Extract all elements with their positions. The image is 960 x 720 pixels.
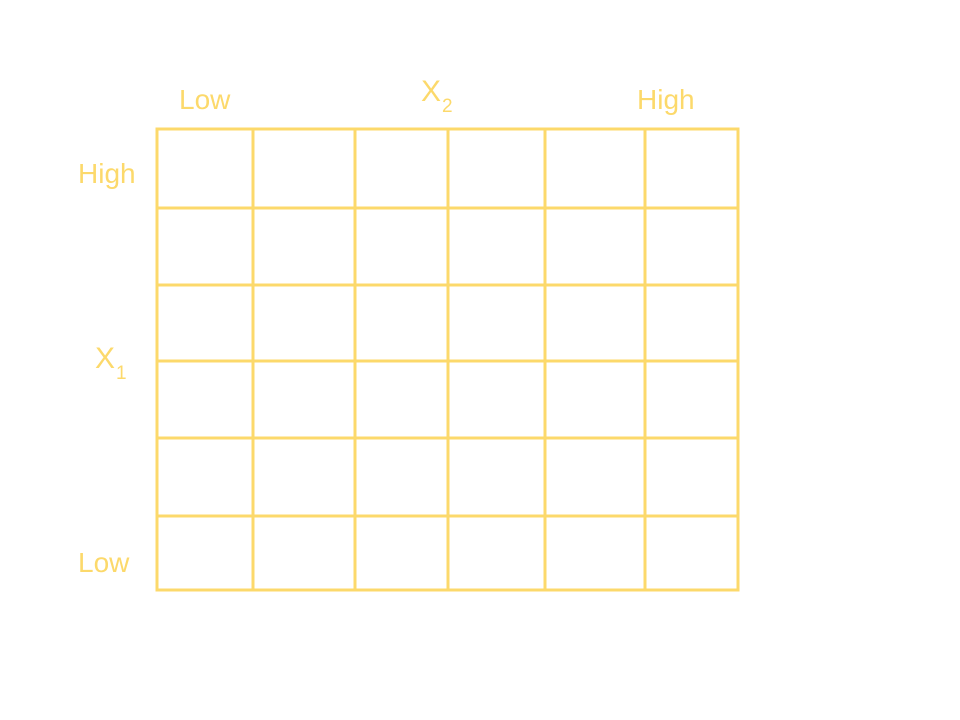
x1-subscript: 1 <box>116 363 127 384</box>
x2-variable: X <box>421 75 442 108</box>
x1-variable: X <box>95 342 116 375</box>
x2-axis-label: X2 <box>421 75 453 117</box>
x1-high-label: High <box>78 158 136 189</box>
x2-low-label: Low <box>179 84 231 115</box>
x1-low-label: Low <box>78 547 130 578</box>
x1-axis-label: X1 <box>95 342 127 384</box>
x2-high-label: High <box>637 84 695 115</box>
x2-subscript: 2 <box>442 96 453 117</box>
